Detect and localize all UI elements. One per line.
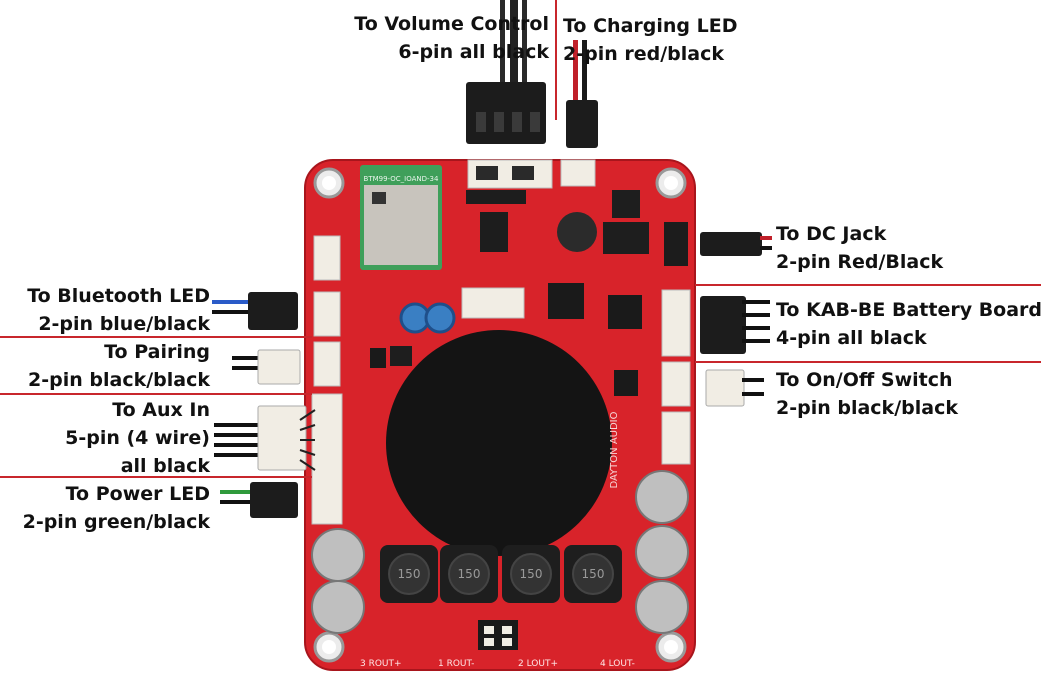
output-label-rout-plus: 3 ROUT+ (360, 659, 402, 669)
aux-in-plug (214, 405, 316, 471)
charging-led-label: To Charging LED 2-pin red/black (563, 15, 738, 65)
power-led-plug (220, 482, 298, 518)
power-led-label: To Power LED 2-pin green/black (22, 483, 210, 533)
dc-jack-plug (700, 232, 772, 256)
bluetooth-led-plug (212, 292, 298, 330)
dc-jack-label: To DC Jack 2-pin Red/Black (776, 223, 944, 273)
pairing-label: To Pairing 2-pin black/black (28, 341, 210, 391)
battery-board-label: To KAB-BE Battery Board 4-pin all black (776, 299, 1041, 349)
circuit-board: BTM99-OC_IOAND-34 (304, 159, 696, 671)
output-label-lout-minus: 4 LOUT- (600, 659, 635, 669)
brand-label: DAYTON AUDIO (609, 411, 620, 488)
inductor-label: 150 (398, 567, 421, 581)
on-off-switch-label: To On/Off Switch 2-pin black/black (776, 369, 958, 419)
right-divider-line-1 (695, 284, 1041, 286)
left-divider-line-1 (0, 336, 312, 338)
on-off-switch-plug (705, 369, 764, 407)
output-label-rout-minus: 1 ROUT- (438, 659, 474, 669)
top-divider-line (555, 0, 557, 120)
pairing-plug (232, 349, 301, 385)
charging-led-plug (566, 40, 598, 148)
battery-board-plug (700, 296, 770, 354)
volume-control-label: To Volume Control 6-pin all black (354, 13, 549, 63)
inductor-label: 150 (520, 567, 543, 581)
right-divider-line-2 (695, 361, 1041, 363)
left-divider-line-2 (0, 393, 312, 395)
module-label: BTM99-OC_IOAND-34 (364, 175, 439, 183)
volume-control-plug (466, 0, 546, 144)
inductor-label: 150 (582, 567, 605, 581)
left-divider-line-3 (0, 476, 312, 478)
inductor-label: 150 (458, 567, 481, 581)
output-label-lout-plus: 2 LOUT+ (518, 659, 558, 669)
bluetooth-led-label: To Bluetooth LED 2-pin blue/black (27, 285, 210, 335)
aux-in-label: To Aux In 5-pin (4 wire) all black (65, 399, 210, 477)
